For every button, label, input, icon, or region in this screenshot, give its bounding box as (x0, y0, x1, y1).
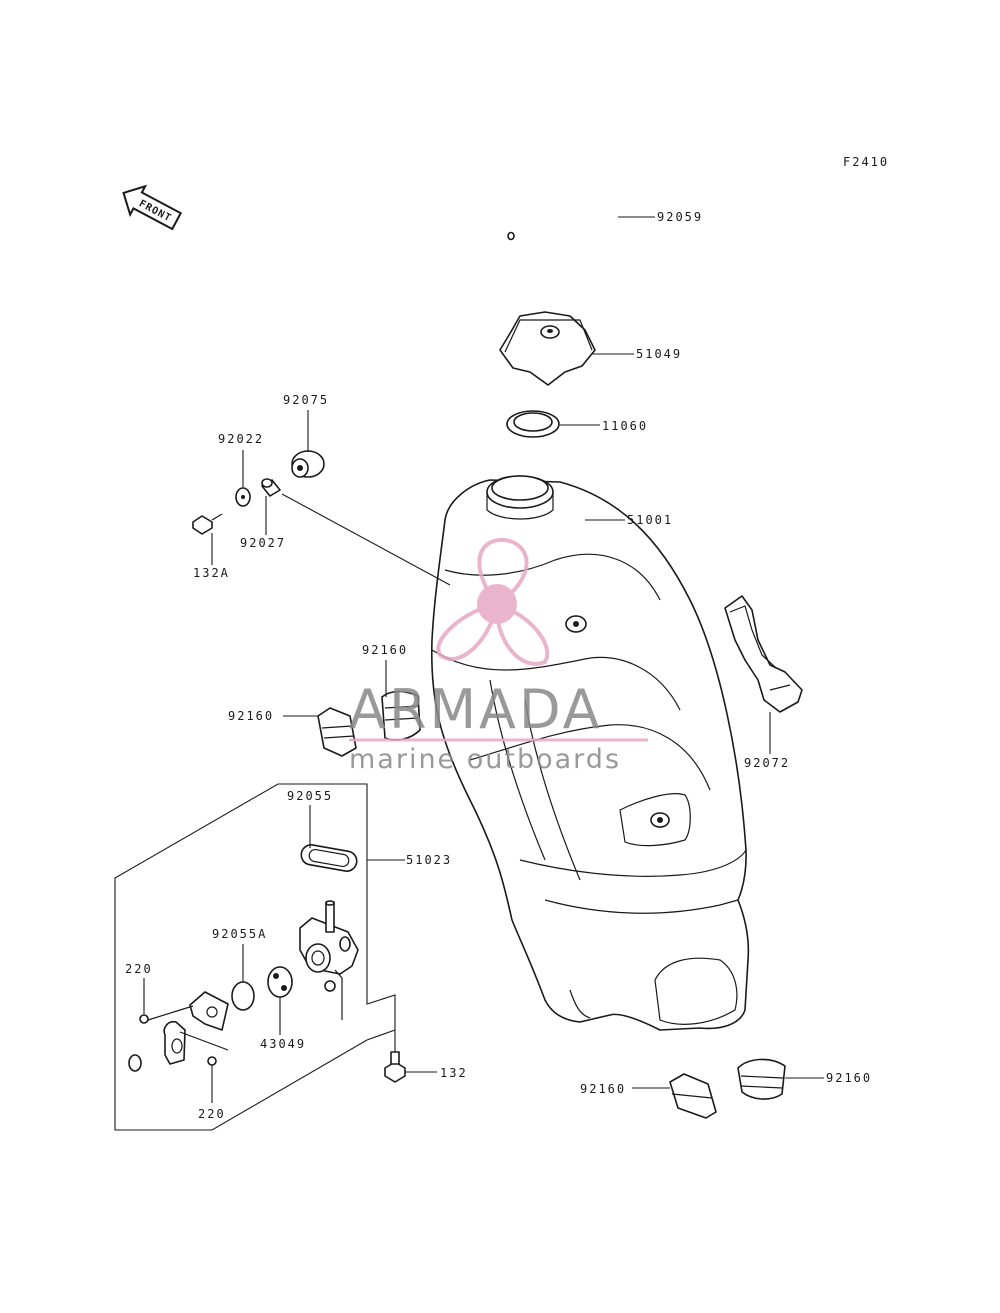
watermark-brand: ARMADA (349, 678, 603, 741)
damper-92075 (291, 450, 325, 478)
front-arrow-icon: FRONT (122, 184, 183, 231)
watermark-tagline: marine outboards (349, 744, 621, 775)
callout-pad-bottom-right: 92160 (826, 1071, 872, 1085)
fuel-cock-group-frame (114, 783, 396, 1131)
figure-code: F2410 (843, 155, 889, 169)
callout-damper-top: 92075 (283, 393, 329, 407)
leader-damper-to-tank (281, 493, 451, 586)
callout-screw-lower: 220 (198, 1107, 226, 1121)
pad-bottom-right-92160 (737, 1058, 786, 1100)
callout-gasket: 11060 (602, 419, 648, 433)
oring-92055A (231, 981, 255, 1011)
callout-bolt-top: 132A (193, 566, 230, 580)
bolt-132 (384, 1051, 406, 1083)
screw-upper-220 (139, 1014, 149, 1024)
callout-cock-gasket: 92055 (287, 789, 333, 803)
tank-band-92072 (724, 595, 803, 713)
callout-hose: 92059 (657, 210, 703, 224)
pad-left-92160 (317, 707, 357, 757)
callout-bolt-cock: 132 (440, 1066, 468, 1080)
collar-92027 (261, 478, 281, 497)
callout-pad-left: 92160 (228, 709, 274, 723)
washer-92022 (235, 487, 251, 507)
fuel-cock-51023 (299, 900, 359, 1020)
callout-pad-upper: 92160 (362, 643, 408, 657)
watermark: ARMADA marine outboards (349, 537, 648, 775)
callout-pad-bottom-left: 92160 (580, 1082, 626, 1096)
cock-plate-43049 (267, 966, 293, 998)
callout-fuel-cock: 51023 (406, 853, 452, 867)
callout-screw-upper: 220 (125, 962, 153, 976)
bolt-132A (192, 513, 223, 535)
callout-washer: 92022 (218, 432, 264, 446)
callout-band: 92072 (744, 756, 790, 770)
breather-hose (507, 199, 619, 283)
pad-bottom-left-92160 (669, 1073, 717, 1119)
fuel-cap (499, 311, 596, 386)
callout-tank: 51001 (627, 513, 673, 527)
screw-lower-220 (207, 1056, 217, 1066)
callout-cock-plate: 43049 (260, 1037, 306, 1051)
callout-cap: 51049 (636, 347, 682, 361)
callout-collar: 92027 (240, 536, 286, 550)
cock-gasket-92055 (300, 844, 358, 872)
cock-bracket (128, 991, 229, 1072)
callout-oring: 92055A (212, 927, 267, 941)
cap-gasket (506, 410, 560, 438)
propeller-logo-icon (436, 537, 550, 666)
